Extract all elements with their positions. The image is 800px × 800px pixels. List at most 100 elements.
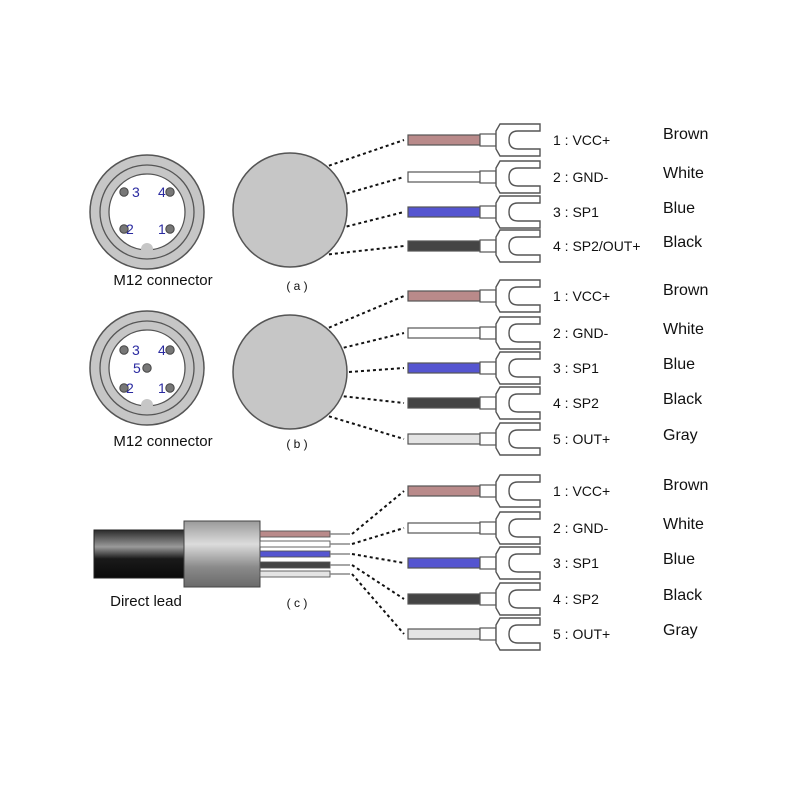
wire-insulation [407,522,481,534]
pin-dot [165,383,175,393]
ferrule-sleeve [479,133,497,147]
fork-terminal-icon [495,422,541,456]
wire-insulation [407,327,481,339]
leader-line [346,176,405,195]
pin-dot [142,363,152,373]
wire-insulation [407,433,481,445]
wire-insulation [407,485,481,497]
pin-dot [119,187,129,197]
pin-dot [165,224,175,234]
pin-dot [119,383,129,393]
leader-line [351,490,405,535]
fork-terminal-icon [495,316,541,350]
ferrule-sleeve [479,484,497,498]
fork-terminal-icon [495,511,541,545]
fork-terminal-icon [495,195,541,229]
fork-terminal-icon [495,474,541,508]
pin-label: 1 : VCC+ [553,132,610,148]
cable-core [259,530,331,538]
ferrule-sleeve [479,170,497,184]
wire-row: 5 : OUT+Gray [351,573,698,651]
leader-line [343,332,405,349]
cable-core [259,570,331,578]
sensor-body [232,314,348,430]
wire-color-name: Blue [663,551,695,568]
leader-line [343,395,405,404]
wire-insulation [407,290,481,302]
wire-insulation [407,593,481,605]
wire-row: 2 : GND- White [343,316,704,350]
connector-key-notch [141,243,153,255]
wire-insulation [407,397,481,409]
wire-color-name: White [663,321,704,338]
wire-insulation [407,134,481,146]
wire-color-name: Gray [663,427,698,444]
ferrule-sleeve [479,627,497,641]
ferrule-sleeve [479,239,497,253]
cable-core [259,540,331,548]
wire-insulation [407,240,481,252]
wire-row: 2 : GND-White [351,511,704,545]
leader-line [351,527,405,545]
leader-line [351,564,405,600]
wire-color-name: Gray [663,622,698,639]
pin-number: 1 [158,380,166,396]
fork-terminal-icon [495,123,541,157]
leader-line [328,139,405,167]
wire-row: 1 : VCC+ Brown [351,474,708,535]
leader-line [328,295,405,329]
pin-label: 2 : GND- [553,325,609,341]
wire-color-name: White [663,516,704,533]
pin-label: 4 : SP2 [553,395,599,411]
fork-terminal-icon [495,351,541,385]
source-label: Direct lead [110,593,182,610]
pin-number: 5 [133,360,141,376]
pin-dot [165,345,175,355]
wire-color-name: Black [663,587,703,604]
ferrule-sleeve [479,432,497,446]
pin-number: 3 [132,184,140,200]
wire-insulation [407,557,481,569]
fork-terminal-icon [495,386,541,420]
wire-color-name: Brown [663,126,708,143]
wire-row: 4 : SP2/OUT+Black [328,229,703,263]
source-label: M12 connector [113,272,212,289]
fork-terminal-icon [495,279,541,313]
pin-dot [165,187,175,197]
panel-caption: ( b ) [286,437,307,451]
fork-terminal-icon [495,617,541,651]
pin-label: 1 : VCC+ [553,483,610,499]
wire-row: 1 : VCC+Brown [328,279,708,329]
fork-terminal-icon [495,229,541,263]
wire-color-name: Black [663,391,703,408]
wire-row: 4 : SP2 Black [343,386,703,420]
fork-terminal-icon [495,582,541,616]
pin-label: 3 : SP1 [553,360,599,376]
pin-number: 1 [158,221,166,237]
leader-line [346,211,405,228]
ferrule-sleeve [479,205,497,219]
connector-face [108,173,186,251]
panel-caption: ( c ) [287,596,308,610]
wire-color-name: Brown [663,477,708,494]
pin-label: 3 : SP1 [553,204,599,220]
wire-insulation [407,628,481,640]
pin-number: 4 [158,342,166,358]
panel-caption: ( a ) [286,279,307,293]
pin-label: 5 : OUT+ [553,431,610,447]
wire-row: 2 : GND-White [346,160,704,195]
wire-insulation [407,171,481,183]
ferrule-sleeve [479,521,497,535]
wire-insulation [407,362,481,374]
wire-insulation [407,206,481,218]
pin-label: 1 : VCC+ [553,288,610,304]
wire-color-name: White [663,165,704,182]
sensor-body [232,152,348,268]
